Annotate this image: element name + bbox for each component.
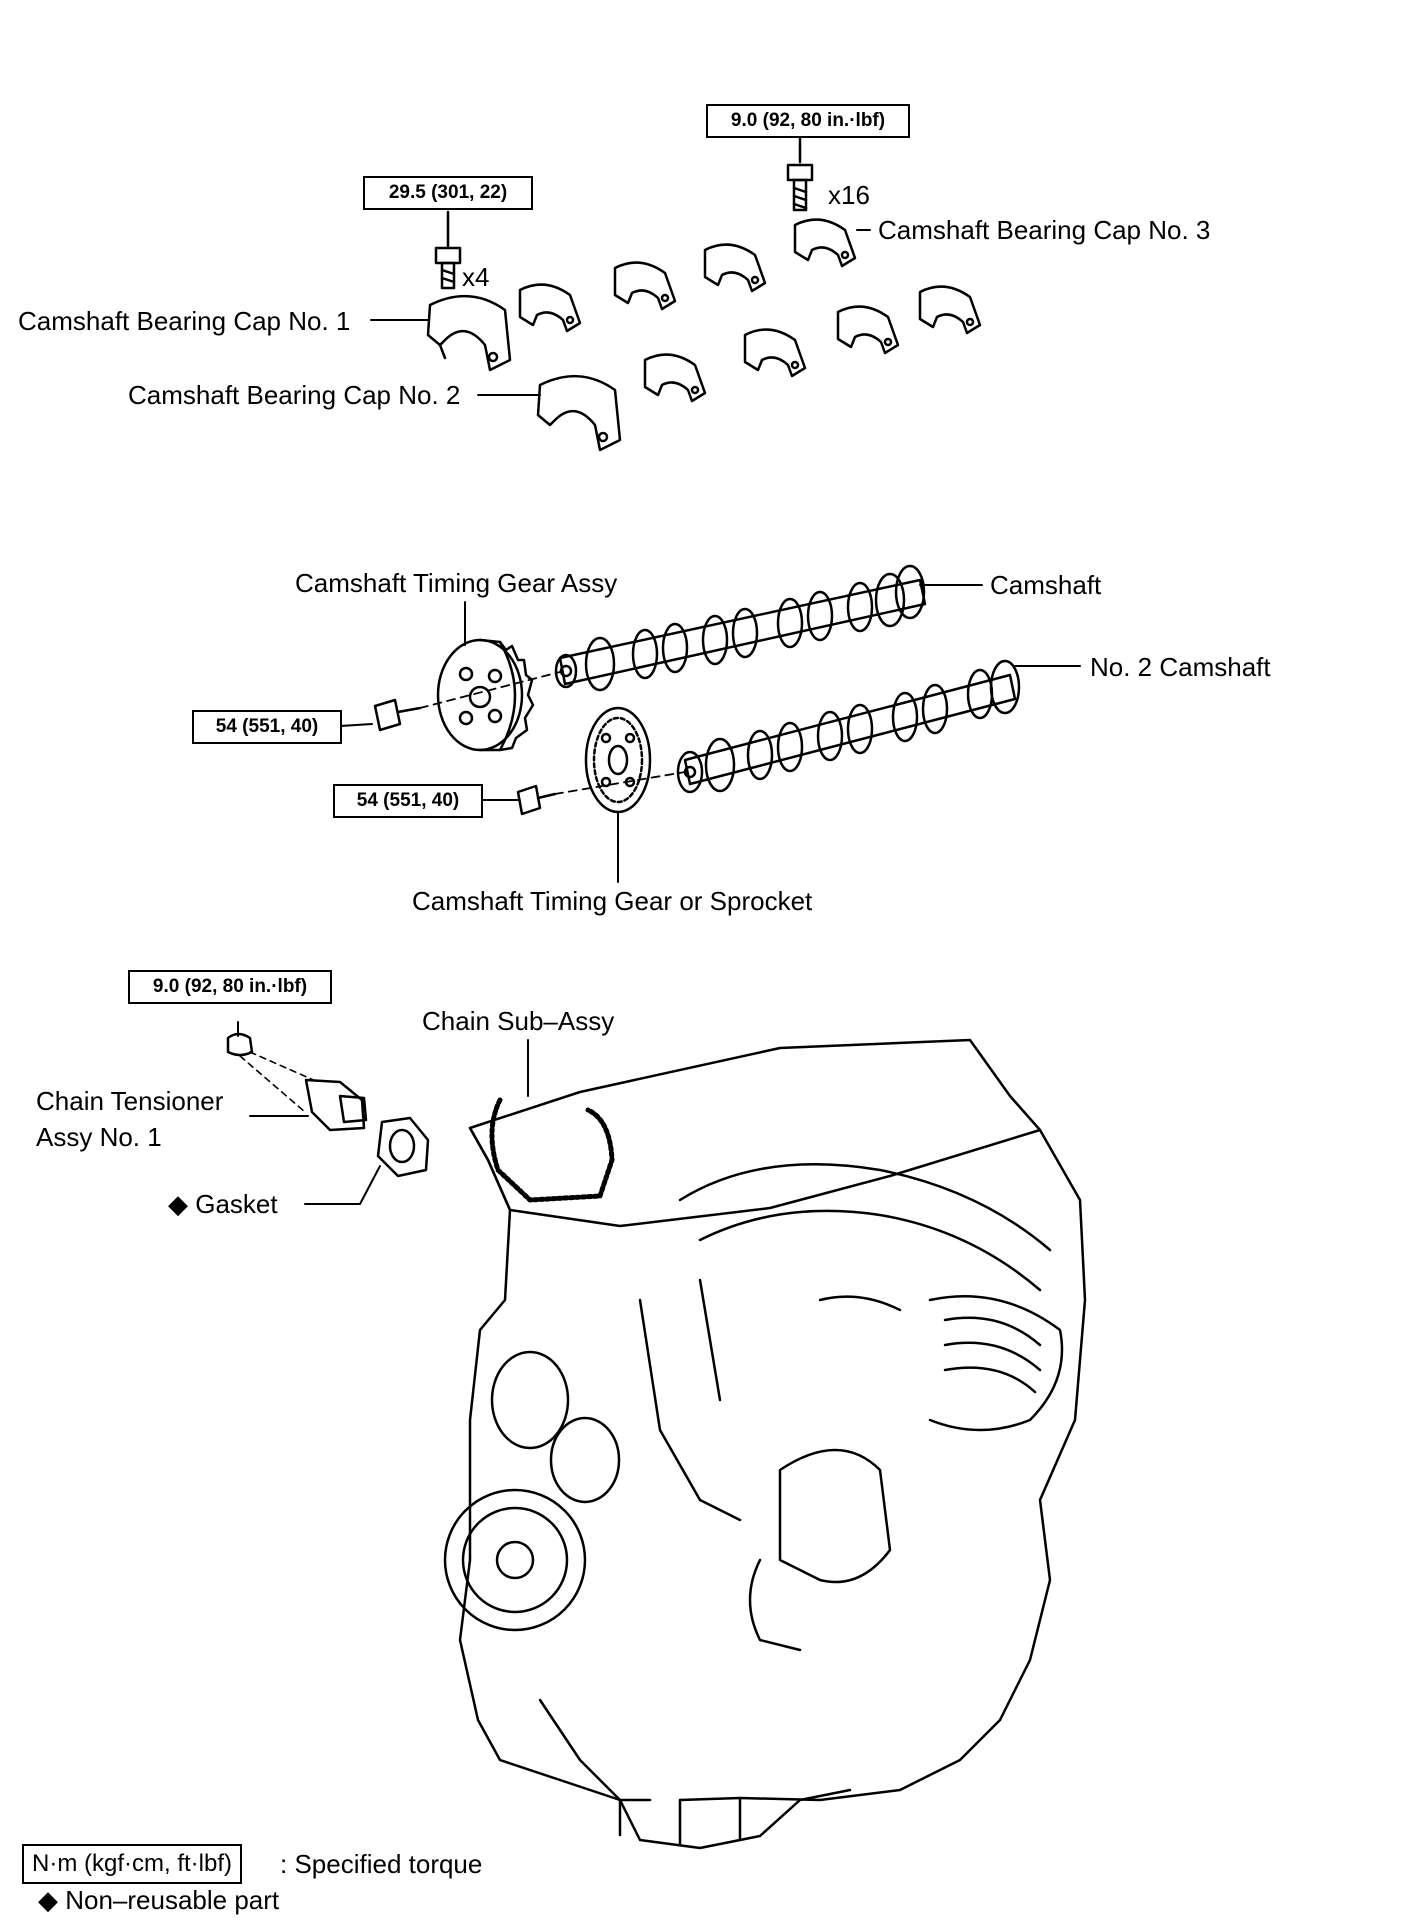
label-bearing-cap-no3: Camshaft Bearing Cap No. 3 (878, 215, 1211, 245)
cap1-bolt-qty: x4 (462, 262, 490, 292)
label-bearing-cap-no1: Camshaft Bearing Cap No. 1 (18, 306, 351, 336)
camshaft (554, 564, 927, 692)
label-chain-sub-assy: Chain Sub–Assy (422, 1006, 615, 1036)
engine-block (443, 1038, 1087, 1850)
legend-non-reusable: ◆ Non–reusable part (38, 1885, 280, 1915)
legend-torque-unit-box: N·m (kgf·cm, ft·lbf) (22, 1844, 242, 1884)
torque-box-cap3: 9.0 (92, 80 in.·lbf) (706, 104, 910, 138)
label-timing-sprocket: Camshaft Timing Gear or Sprocket (412, 886, 813, 916)
label-no2-camshaft: No. 2 Camshaft (1090, 652, 1271, 682)
torque-box-sprocket: 54 (551, 40) (333, 784, 483, 818)
timing-sprocket (584, 706, 652, 814)
label-gasket: ◆ Gasket (168, 1189, 278, 1219)
leader-lines (237, 136, 1081, 1205)
label-chain-tensioner-line2: Assy No. 1 (36, 1122, 162, 1152)
legend-specified-torque: : Specified torque (280, 1849, 483, 1879)
label-bearing-cap-no2: Camshaft Bearing Cap No. 2 (128, 380, 461, 410)
gasket (376, 1116, 430, 1178)
label-timing-gear-assy: Camshaft Timing Gear Assy (295, 568, 618, 598)
cap1-bolt (434, 210, 462, 290)
cap3-bolt (786, 135, 814, 212)
label-chain-tensioner-line1: Chain Tensioner (36, 1086, 224, 1116)
torque-box-timing-gear: 54 (551, 40) (192, 710, 342, 744)
no2-camshaft (676, 659, 1021, 794)
timing-gear-assy (436, 638, 535, 752)
assembly-axis-lines (419, 671, 686, 795)
bearing-cap-no1 (426, 294, 512, 372)
chain-tensioner (239, 1051, 368, 1132)
tensioner-nut (226, 1032, 254, 1057)
bearing-cap-no2 (536, 374, 622, 452)
torque-box-cap1: 29.5 (301, 22) (363, 176, 533, 210)
timing-gear-bolt (373, 698, 422, 732)
sprocket-bolt (516, 784, 557, 816)
torque-box-tensioner: 9.0 (92, 80 in.·lbf) (128, 970, 332, 1004)
label-camshaft: Camshaft (990, 570, 1102, 600)
bearing-cap-3-group (518, 218, 982, 403)
cap3-bolt-qty: x16 (828, 180, 870, 210)
